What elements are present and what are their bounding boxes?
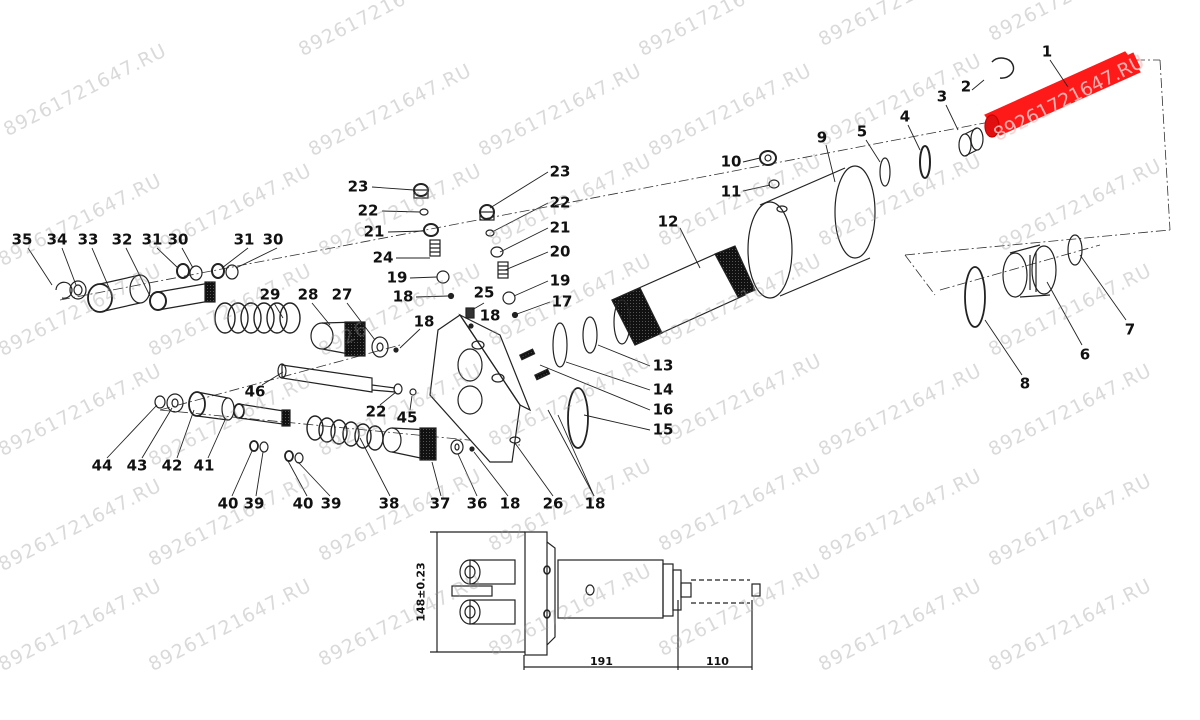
part-label-39[interactable]: 39 — [243, 494, 265, 513]
part-label-6[interactable]: 6 — [1079, 345, 1091, 364]
part-label-19[interactable]: 19 — [386, 268, 408, 287]
part-label-35[interactable]: 35 — [11, 230, 33, 249]
part-label-9[interactable]: 9 — [816, 128, 828, 147]
part-label-31[interactable]: 31 — [141, 230, 163, 249]
part-label-4[interactable]: 4 — [899, 107, 911, 126]
part-label-18[interactable]: 18 — [413, 312, 435, 331]
part-label-39[interactable]: 39 — [320, 494, 342, 513]
part-label-45[interactable]: 45 — [396, 408, 418, 427]
part-label-1[interactable]: 1 — [1041, 42, 1053, 61]
part-label-22[interactable]: 22 — [549, 193, 571, 212]
part-label-40[interactable]: 40 — [217, 494, 239, 513]
part-label-15[interactable]: 15 — [652, 420, 674, 439]
part-label-28[interactable]: 28 — [297, 285, 319, 304]
part-label-19[interactable]: 19 — [549, 271, 571, 290]
dimension-height-label: 148±0.23 — [414, 562, 428, 622]
part-label-23[interactable]: 23 — [549, 162, 571, 181]
part-label-22[interactable]: 22 — [365, 402, 387, 421]
part-label-43[interactable]: 43 — [126, 456, 148, 475]
part-label-2[interactable]: 2 — [960, 77, 972, 96]
part-label-11[interactable]: 11 — [720, 182, 742, 201]
part-label-12[interactable]: 12 — [657, 212, 679, 231]
part-label-18[interactable]: 18 — [392, 287, 414, 306]
part-label-18[interactable]: 18 — [584, 494, 606, 513]
part-label-16[interactable]: 16 — [652, 400, 674, 419]
dimension-stroke-label: 110 — [706, 655, 729, 668]
part-label-42[interactable]: 42 — [161, 456, 183, 475]
part-label-18[interactable]: 18 — [499, 494, 521, 513]
part-label-29[interactable]: 29 — [259, 285, 281, 304]
part-label-41[interactable]: 41 — [193, 456, 215, 475]
part-label-7[interactable]: 7 — [1124, 320, 1136, 339]
part-label-13[interactable]: 13 — [652, 356, 674, 375]
part-label-40[interactable]: 40 — [292, 494, 314, 513]
part-label-31[interactable]: 31 — [233, 230, 255, 249]
part-1-red-rod — [984, 51, 1141, 138]
part-label-8[interactable]: 8 — [1019, 374, 1031, 393]
part-label-20[interactable]: 20 — [549, 242, 571, 261]
part-label-27[interactable]: 27 — [331, 285, 353, 304]
part-label-33[interactable]: 33 — [77, 230, 99, 249]
dimension-drawing — [430, 531, 761, 670]
part-label-10[interactable]: 10 — [720, 152, 742, 171]
part-label-24[interactable]: 24 — [372, 248, 394, 267]
part-label-22[interactable]: 22 — [357, 201, 379, 220]
part-label-21[interactable]: 21 — [549, 218, 571, 237]
part-label-30[interactable]: 30 — [262, 230, 284, 249]
part-label-38[interactable]: 38 — [378, 494, 400, 513]
part-label-18[interactable]: 18 — [479, 306, 501, 325]
part-label-46[interactable]: 46 — [244, 382, 266, 401]
part-label-3[interactable]: 3 — [936, 87, 948, 106]
part-label-5[interactable]: 5 — [856, 122, 868, 141]
part-label-30[interactable]: 30 — [167, 230, 189, 249]
part-label-34[interactable]: 34 — [46, 230, 68, 249]
part-label-44[interactable]: 44 — [91, 456, 113, 475]
part-label-26[interactable]: 26 — [542, 494, 564, 513]
part-label-17[interactable]: 17 — [551, 292, 573, 311]
part-label-23[interactable]: 23 — [347, 177, 369, 196]
part-label-36[interactable]: 36 — [466, 494, 488, 513]
part-label-21[interactable]: 21 — [363, 222, 385, 241]
part-label-14[interactable]: 14 — [652, 380, 674, 399]
part-label-37[interactable]: 37 — [429, 494, 451, 513]
part-label-32[interactable]: 32 — [111, 230, 133, 249]
part-label-25[interactable]: 25 — [473, 283, 495, 302]
dimension-length-label: 191 — [590, 655, 613, 668]
